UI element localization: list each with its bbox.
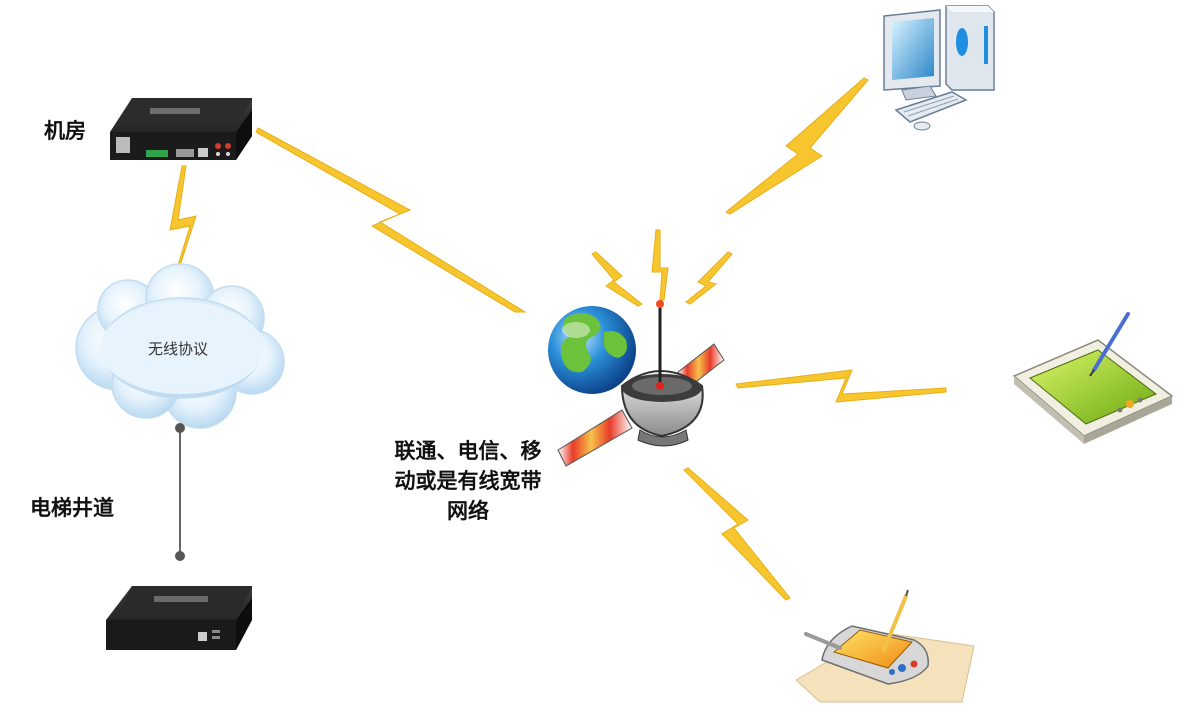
network-line-3: 网络 — [447, 498, 489, 523]
network-line-1: 联通、电信、移 — [394, 438, 542, 463]
connection-line — [175, 423, 185, 561]
terminal-device-icon — [106, 586, 252, 650]
machine-room-label: 机房 — [44, 118, 86, 143]
lightning-icon — [169, 77, 947, 601]
network-description: 联通、电信、移 动或是有线宽带 网络 — [378, 440, 558, 521]
cloud-icon: 无线协议 — [75, 263, 285, 429]
gateway-device-icon — [110, 98, 252, 160]
pda-icon — [795, 589, 975, 703]
desktop-computer-icon — [883, 5, 995, 131]
network-line-2: 动或是有线宽带 — [394, 468, 542, 493]
wireless-protocol-label: 无线协议 — [148, 340, 208, 358]
elevator-shaft-label: 电梯井道 — [30, 495, 114, 520]
satellite-globe-icon — [548, 300, 725, 467]
tablet-icon — [1012, 312, 1174, 444]
